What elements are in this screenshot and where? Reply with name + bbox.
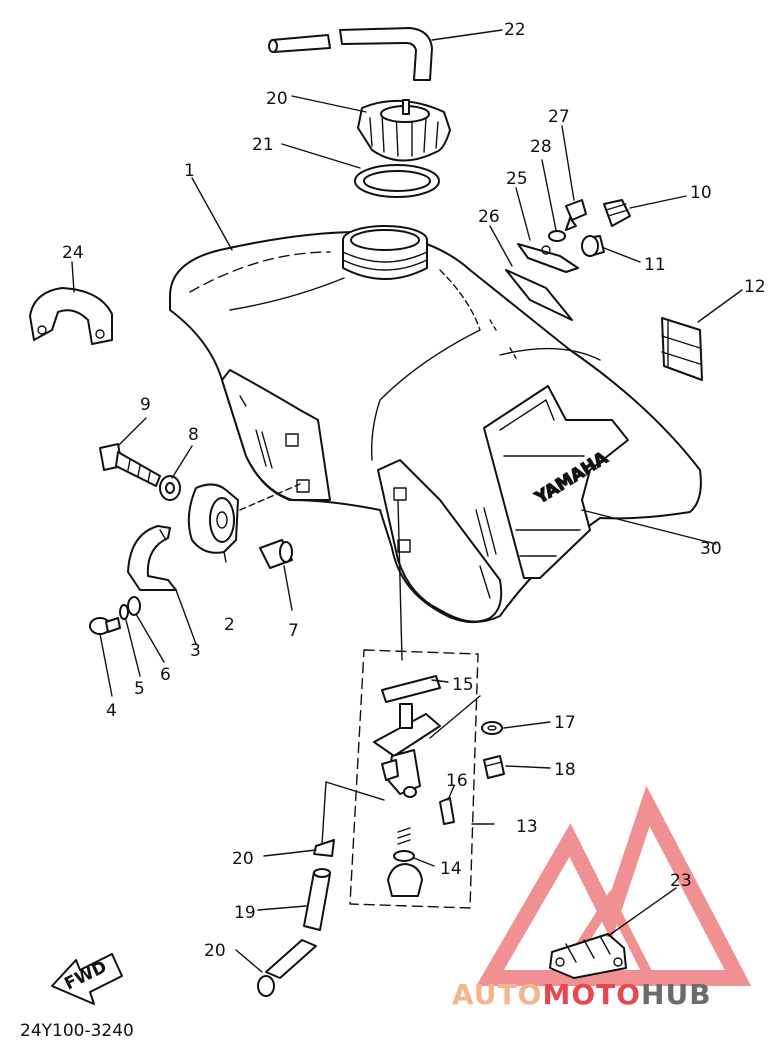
rubber-damper [661,317,703,381]
part-number: 24Y100-3240 [20,1021,134,1041]
fwd-arrow-icon: FWD [51,953,123,1005]
bolt-11 [581,235,605,257]
callout-1: 1 [184,161,195,181]
callout-26: 25 [506,169,528,189]
tank-band-clamp [29,287,113,345]
callout-10: 10 [690,183,712,203]
callout-16: 16 [446,771,468,791]
bolt-10 [603,199,631,227]
callout-5: 5 [134,679,145,699]
callout-25: 24 [62,243,84,263]
clip-20-lower [257,939,317,997]
callout-11: 11 [644,255,666,275]
callout-20-lower: 20 [204,941,226,961]
callout-6: 6 [160,665,171,685]
callout-21: 20 [266,89,288,109]
callout-27: 26 [478,207,500,227]
watermark-moto: MOTO [542,978,641,1011]
washer-17 [481,721,503,735]
cover-24 [549,933,627,979]
washer-29 [548,230,566,242]
callout-17: 17 [554,713,576,733]
callout-28: 27 [548,107,570,127]
callout-20-upper: 20 [232,849,254,869]
callout-23: 22 [504,20,526,40]
cap-gasket [354,164,440,198]
mounting-bracket [489,243,579,359]
lock-washer-5 [119,604,129,620]
callout-30: 30 [700,539,722,559]
breather-hose [268,27,433,81]
callout-4: 4 [106,701,117,721]
callout-22: 21 [252,135,274,155]
callout-labels: 22 20 21 1 24 27 28 25 26 10 11 12 9 8 2… [62,20,766,961]
callout-7: 7 [288,621,299,641]
fuel-hose-19 [303,868,331,931]
bolt-9 [99,443,161,487]
watermark-logo [476,785,752,986]
fuel-cap [357,99,451,162]
callout-9: 9 [140,395,151,415]
leader-lines [71,29,743,973]
callout-24: 23 [670,871,692,891]
callout-19: 19 [234,903,256,923]
callout-12: 12 [744,277,766,297]
callout-14: 14 [440,859,462,879]
callout-2: 2 [224,615,235,635]
callout-8: 8 [188,425,199,445]
fuel-cock-assembly [349,649,479,909]
callout-29: 28 [530,137,552,157]
watermark-text: AUTOMOTOHUB [452,978,712,1011]
screw-4 [89,617,121,635]
screw-28 [565,199,587,231]
watermark-auto: AUTO [452,978,542,1011]
callout-13: 13 [516,817,538,837]
washer-6 [127,596,141,616]
callout-3: 3 [190,641,201,661]
collar-7 [259,539,293,569]
damper-2 [187,483,239,554]
fuel-tank: YAMAHA [169,225,702,624]
callout-15: 15 [452,675,474,695]
screw-18 [483,755,505,779]
band-3 [127,525,177,591]
callout-18: 18 [554,760,576,780]
clip-20-upper [313,839,335,857]
watermark-hub: HUB [641,978,712,1011]
